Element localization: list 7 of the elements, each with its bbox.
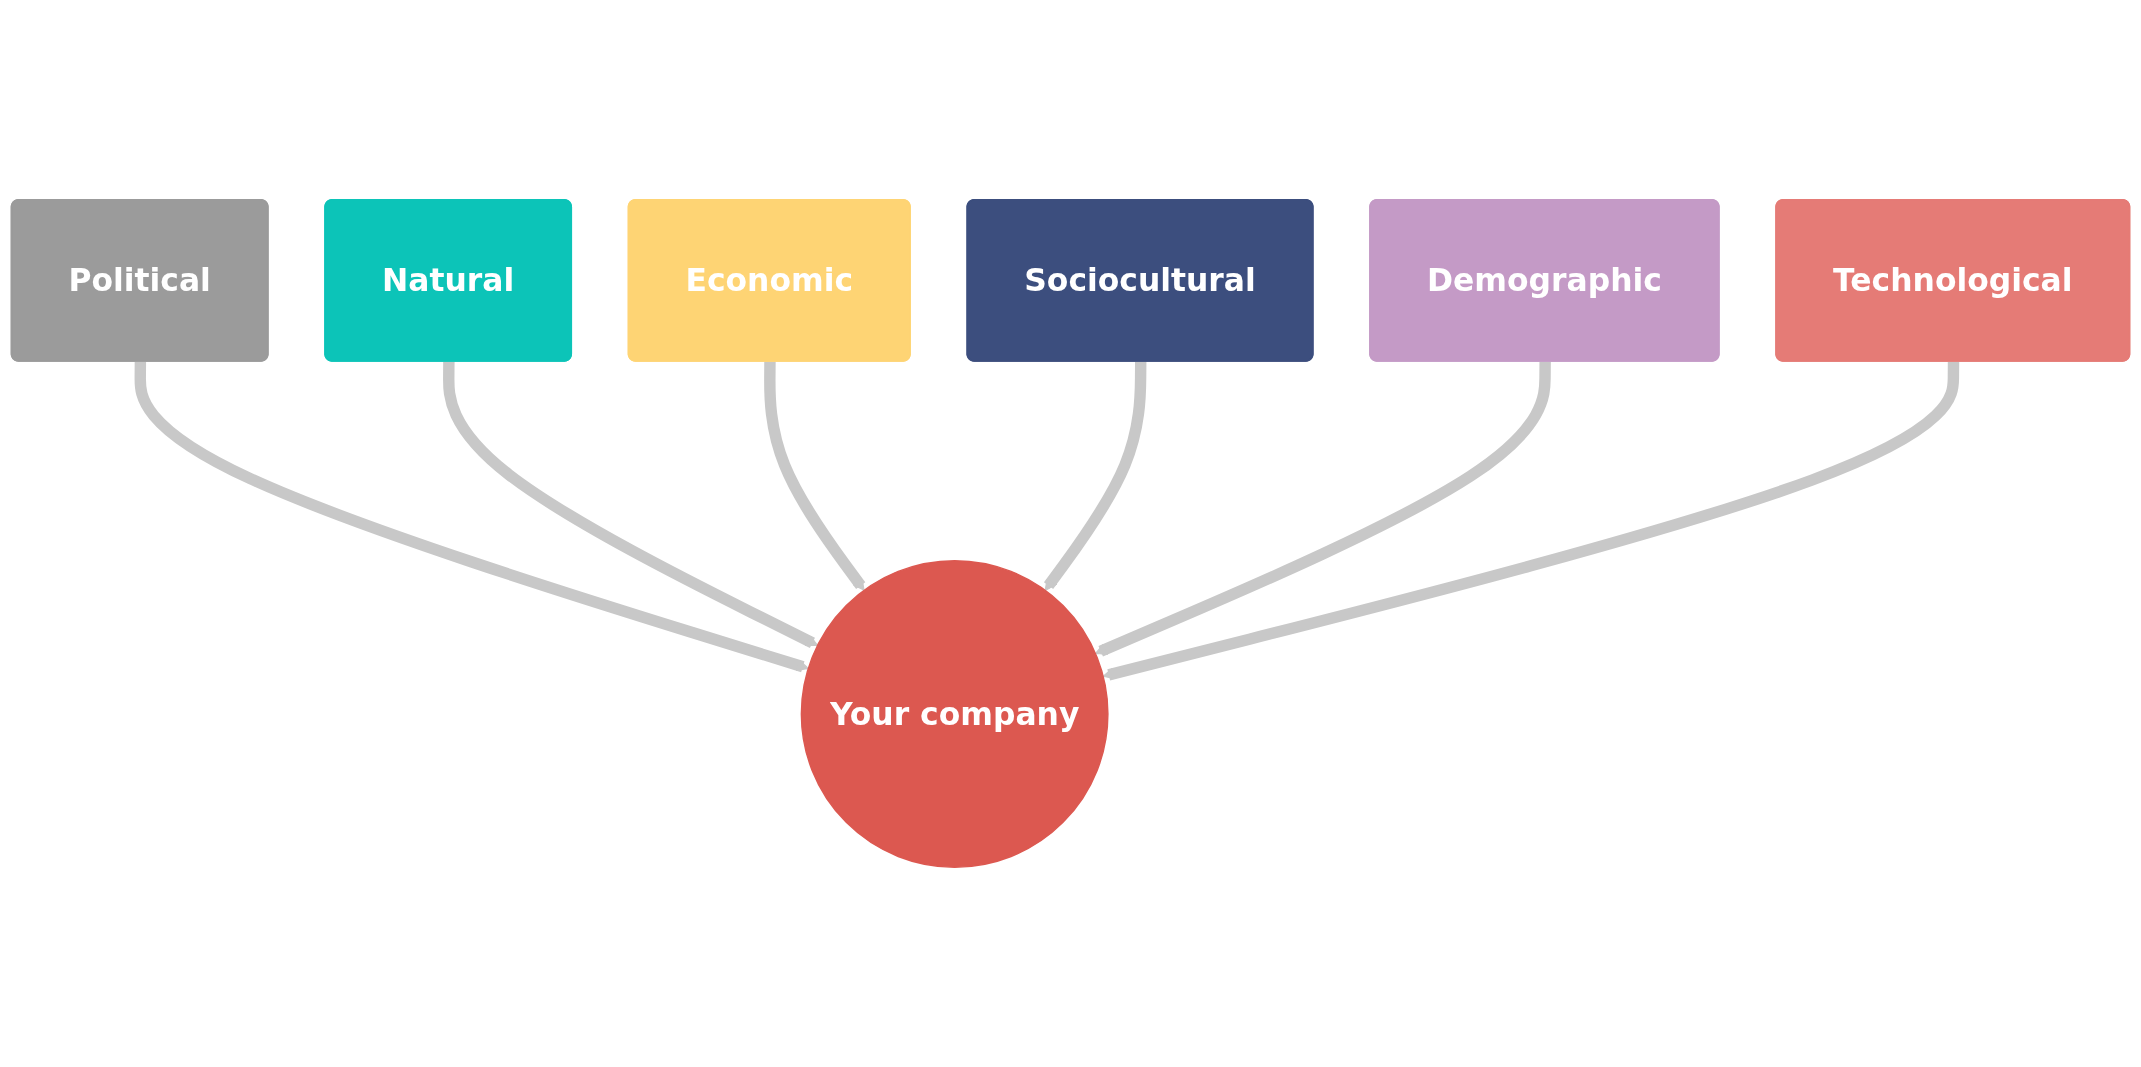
arrow <box>443 361 819 648</box>
node-circle: Your company <box>800 559 1109 868</box>
arrow <box>764 361 866 591</box>
arrow <box>1043 361 1147 591</box>
arrow <box>134 361 809 673</box>
arrow <box>1094 361 1551 657</box>
arrow <box>1102 361 1960 681</box>
